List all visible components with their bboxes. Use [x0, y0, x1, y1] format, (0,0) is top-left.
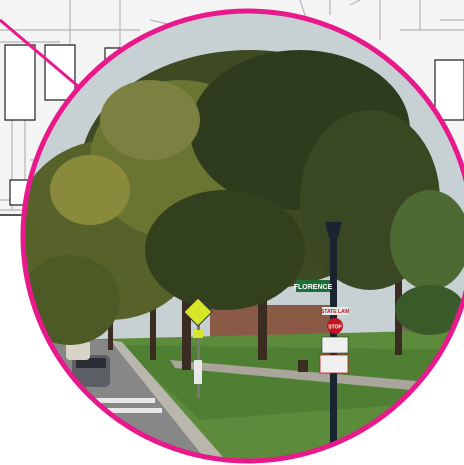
state-law-text: STATE LAW [321, 309, 349, 315]
arrow-plaque [193, 330, 203, 338]
parking-sign [319, 354, 349, 374]
curb [110, 340, 230, 461]
photo-frame-border [20, 8, 464, 464]
crosswalk [95, 398, 162, 413]
stop-sign [327, 318, 343, 334]
small-tree [395, 285, 464, 335]
car [66, 340, 90, 360]
building-footprint [434, 59, 464, 121]
in-street-sign [194, 360, 202, 384]
street-name-text: FLORENCE [294, 284, 333, 291]
pointer-line [0, 18, 93, 100]
bench [298, 360, 308, 372]
car-window [76, 358, 106, 368]
stop-sign-text: STOP [328, 325, 342, 331]
state-law-plaque [322, 307, 348, 315]
street-name-sign [296, 280, 330, 292]
pedestrian-plaque [321, 336, 349, 354]
pedestrian-crossing-sign [183, 297, 213, 327]
sign-post [197, 310, 200, 398]
lamp-head [325, 222, 342, 238]
building-footprint [4, 44, 36, 121]
footpath [170, 360, 464, 395]
tree-canopy [23, 50, 464, 345]
